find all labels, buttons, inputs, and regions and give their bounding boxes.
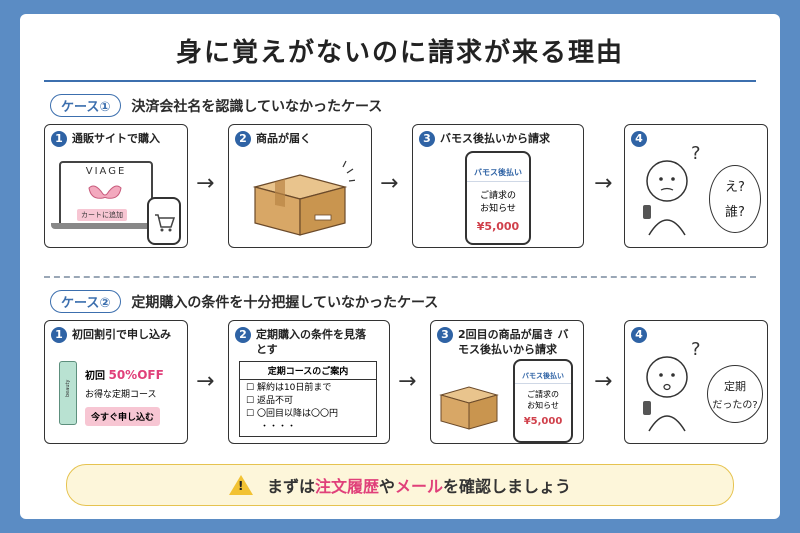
case2-title: 定期購入の条件を十分把握していなかったケース <box>131 295 439 311</box>
apply-now-button: 今すぐ申し込む <box>85 407 161 426</box>
arrow-icon: → <box>594 171 613 196</box>
bubble-line2: だったの? <box>712 400 758 411</box>
case1-heading: ケース① 決済会社名を認識していなかったケース <box>50 94 382 117</box>
question-mark-icon: ? <box>691 339 701 360</box>
banner-post: を確認しましょう <box>443 477 572 496</box>
case2-heading: ケース② 定期購入の条件を十分把握していなかったケース <box>50 290 438 313</box>
notice-title: 定期コースのご案内 <box>240 362 376 380</box>
case1-title: 決済会社名を認識していなかったケース <box>131 99 383 115</box>
bubble-line1: 定期 <box>724 380 746 393</box>
case1-step4-label: 4 <box>631 131 652 147</box>
notice-ellipsis: ・・・・ <box>260 422 297 432</box>
phone-header: バモス後払い <box>467 167 529 182</box>
banner-pre: まずは <box>266 477 315 496</box>
arrow-icon: → <box>196 171 215 196</box>
case2-step4-label: 4 <box>631 327 652 343</box>
offer-discount: 50%OFF <box>108 368 164 382</box>
phone-header: バモス後払い <box>515 371 571 384</box>
speech-bubble: え? 誰? <box>709 165 761 233</box>
phone-line1: ご請求の <box>527 390 559 399</box>
banner-highlight-email: メール <box>395 477 444 496</box>
advice-banner: ! まずは 注文履歴 や メール を確認しましょう <box>66 464 734 506</box>
banner-highlight-order-history: 注文履歴 <box>314 477 379 496</box>
phone-line2: お知らせ <box>527 401 559 410</box>
arrow-icon: → <box>398 369 417 394</box>
smartphone-cart-icon <box>147 197 181 245</box>
confused-person-icon <box>643 160 688 236</box>
speech-bubble: 定期 だったの? <box>707 365 763 423</box>
billing-phone: バモス後払い ご請求の お知らせ ¥5,000 <box>465 151 531 245</box>
case2-tag: ケース② <box>50 290 122 313</box>
bubble-line2: 誰? <box>725 205 745 220</box>
banner-mid: や <box>378 477 395 496</box>
case1-tag: ケース① <box>50 94 122 117</box>
phone-amount: ¥5,000 <box>523 416 563 427</box>
laptop-base <box>51 223 161 229</box>
notice-item: ☐ 解約は10日前まで <box>246 383 332 393</box>
cart-icon <box>155 214 176 232</box>
shop-brand: VIAGE <box>85 166 127 177</box>
cosmetic-tube-icon: beauty <box>59 361 77 425</box>
laptop-icon: VIAGE カートに追加 <box>59 161 153 227</box>
warning-icon: ! <box>228 475 253 495</box>
billing-phone: バモス後払い ご請求の お知らせ ¥5,000 <box>513 359 573 443</box>
arrow-icon: → <box>594 369 613 394</box>
arrow-icon: → <box>380 171 399 196</box>
notice-item: ☐ 〇回目以降は〇〇円 <box>246 409 338 419</box>
case1-step4-panel: 4 ? え? 誰? <box>624 124 768 248</box>
section-divider <box>44 276 756 278</box>
arrow-icon: → <box>196 369 215 394</box>
product-label: beauty <box>65 379 71 397</box>
phone-line1: ご請求の <box>479 191 516 201</box>
bra-icon <box>88 185 122 199</box>
page-title: 身に覚えがないのに請求が来る理由 <box>175 38 624 68</box>
add-to-cart-button: カートに追加 <box>77 209 127 221</box>
phone-line2: お知らせ <box>480 204 516 214</box>
bubble-line1: え? <box>725 180 745 195</box>
case2-step4-panel: 4 ? 定期 だったの? <box>624 320 768 444</box>
notice-item: ☐ 返品不可 <box>246 396 293 406</box>
offer-headline: 初回 50%OFF <box>85 368 164 382</box>
surprised-person-icon <box>643 356 688 432</box>
phone-amount: ¥5,000 <box>476 220 520 233</box>
cardboard-box-icon <box>252 160 355 236</box>
course-notice: 定期コースのご案内 ☐ 解約は10日前まで ☐ 返品不可 ☐ 〇回目以降は〇〇円… <box>239 361 377 437</box>
question-mark-icon: ? <box>691 143 701 164</box>
offer-course: お得な定期コース <box>85 390 157 400</box>
title-underline <box>44 80 756 82</box>
cardboard-box-icon <box>439 386 499 430</box>
